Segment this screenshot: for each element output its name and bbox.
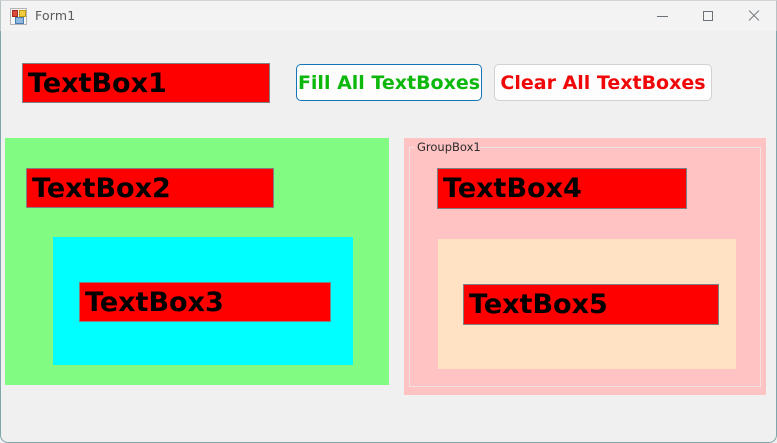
close-icon bbox=[748, 10, 760, 22]
minimize-button[interactable] bbox=[639, 1, 685, 31]
textbox-5[interactable]: TextBox5 bbox=[463, 284, 719, 325]
maximize-icon bbox=[703, 11, 713, 21]
groupbox-border-top-left bbox=[409, 147, 415, 148]
panel-peach: TextBox5 bbox=[438, 239, 736, 369]
groupbox-border-bottom bbox=[409, 386, 761, 387]
form-client-area: TextBox1 Fill All TextBoxes Clear All Te… bbox=[0, 31, 777, 443]
groupbox-caption: GroupBox1 bbox=[417, 140, 481, 154]
panel-cyan: TextBox3 bbox=[53, 237, 353, 365]
window-title: Form1 bbox=[35, 8, 76, 23]
icon-square-blue bbox=[15, 17, 24, 24]
minimize-icon bbox=[656, 15, 668, 17]
groupbox-border-top-right bbox=[480, 147, 761, 148]
textbox-1[interactable]: TextBox1 bbox=[22, 63, 270, 103]
clear-all-textboxes-button[interactable]: Clear All TextBoxes bbox=[494, 64, 712, 101]
textbox-3[interactable]: TextBox3 bbox=[79, 282, 331, 322]
title-bar: Form1 bbox=[0, 0, 777, 31]
maximize-button[interactable] bbox=[685, 1, 731, 31]
icon-square-red bbox=[12, 10, 18, 17]
groupbox-1: GroupBox1 TextBox4 TextBox5 bbox=[404, 138, 766, 395]
winforms-designer-icon bbox=[10, 8, 27, 25]
close-button[interactable] bbox=[731, 1, 777, 31]
textbox-2[interactable]: TextBox2 bbox=[26, 168, 274, 208]
icon-square-yellow bbox=[19, 10, 26, 17]
groupbox-border-left bbox=[409, 147, 410, 387]
groupbox-border-right bbox=[760, 147, 761, 387]
fill-all-textboxes-button[interactable]: Fill All TextBoxes bbox=[296, 64, 482, 101]
textbox-4[interactable]: TextBox4 bbox=[437, 168, 687, 209]
panel-green: TextBox2 TextBox3 bbox=[5, 138, 389, 385]
